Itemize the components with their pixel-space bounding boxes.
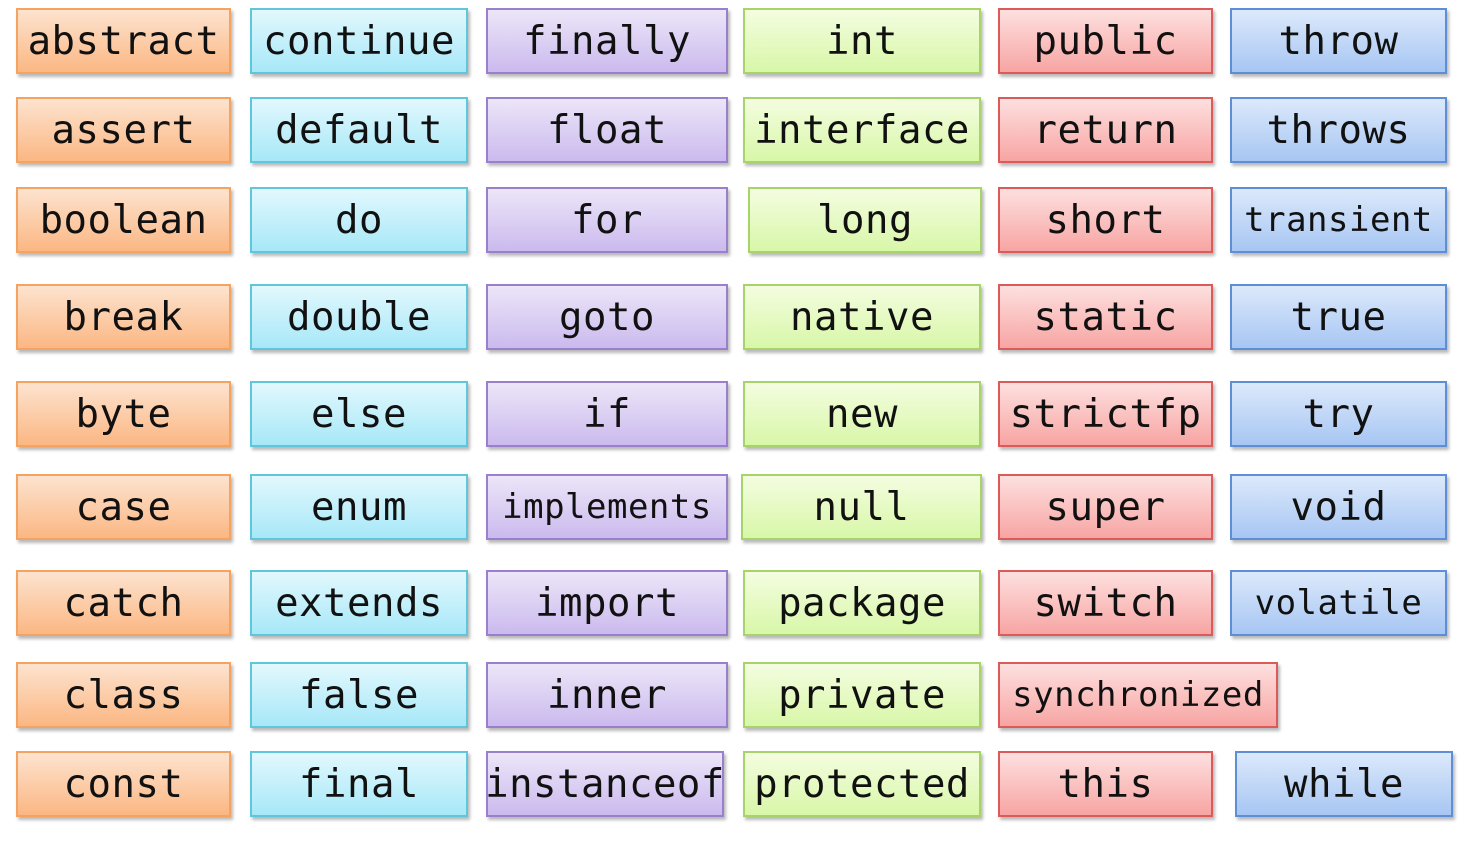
keyword-return: return bbox=[998, 97, 1213, 163]
keyword-catch: catch bbox=[16, 570, 231, 636]
keyword-byte: byte bbox=[16, 381, 231, 447]
keyword-synchronized: synchronized bbox=[998, 662, 1278, 728]
keyword-false: false bbox=[250, 662, 468, 728]
keyword-float: float bbox=[486, 97, 728, 163]
keyword-transient: transient bbox=[1230, 187, 1447, 253]
keyword-null: null bbox=[741, 474, 982, 540]
keyword-true: true bbox=[1230, 284, 1447, 350]
keyword-boolean: boolean bbox=[16, 187, 231, 253]
keyword-break: break bbox=[16, 284, 231, 350]
keyword-interface: interface bbox=[743, 97, 981, 163]
keyword-void: void bbox=[1230, 474, 1447, 540]
keyword-do: do bbox=[250, 187, 468, 253]
keyword-final: final bbox=[250, 751, 468, 817]
keyword-extends: extends bbox=[250, 570, 468, 636]
keyword-throws: throws bbox=[1230, 97, 1447, 163]
keyword-super: super bbox=[998, 474, 1213, 540]
keyword-instanceof: instanceof bbox=[485, 751, 724, 817]
keyword-finally: finally bbox=[486, 8, 728, 74]
keyword-const: const bbox=[16, 751, 231, 817]
keyword-import: import bbox=[486, 570, 728, 636]
keyword-case: case bbox=[16, 474, 231, 540]
keyword-switch: switch bbox=[998, 570, 1213, 636]
keyword-new: new bbox=[743, 381, 981, 447]
keyword-class: class bbox=[16, 662, 231, 728]
keyword-strictfp: strictfp bbox=[998, 381, 1213, 447]
keyword-while: while bbox=[1235, 751, 1453, 817]
keyword-long: long bbox=[748, 187, 982, 253]
keyword-goto: goto bbox=[486, 284, 728, 350]
keyword-throw: throw bbox=[1230, 8, 1447, 74]
keyword-default: default bbox=[250, 97, 468, 163]
keyword-short: short bbox=[998, 187, 1213, 253]
keyword-for: for bbox=[486, 187, 728, 253]
keyword-public: public bbox=[998, 8, 1213, 74]
keyword-try: try bbox=[1230, 381, 1447, 447]
keyword-int: int bbox=[743, 8, 981, 74]
keyword-implements: implements bbox=[486, 474, 728, 540]
keyword-protected: protected bbox=[743, 751, 981, 817]
keyword-continue: continue bbox=[250, 8, 468, 74]
keyword-inner: inner bbox=[486, 662, 728, 728]
keyword-abstract: abstract bbox=[16, 8, 231, 74]
keyword-private: private bbox=[743, 662, 981, 728]
keyword-static: static bbox=[998, 284, 1213, 350]
keyword-if: if bbox=[486, 381, 728, 447]
keyword-native: native bbox=[743, 284, 981, 350]
keyword-enum: enum bbox=[250, 474, 468, 540]
keyword-else: else bbox=[250, 381, 468, 447]
keyword-double: double bbox=[250, 284, 468, 350]
keyword-this: this bbox=[998, 751, 1213, 817]
keyword-package: package bbox=[743, 570, 981, 636]
keyword-assert: assert bbox=[16, 97, 231, 163]
keyword-volatile: volatile bbox=[1230, 570, 1447, 636]
